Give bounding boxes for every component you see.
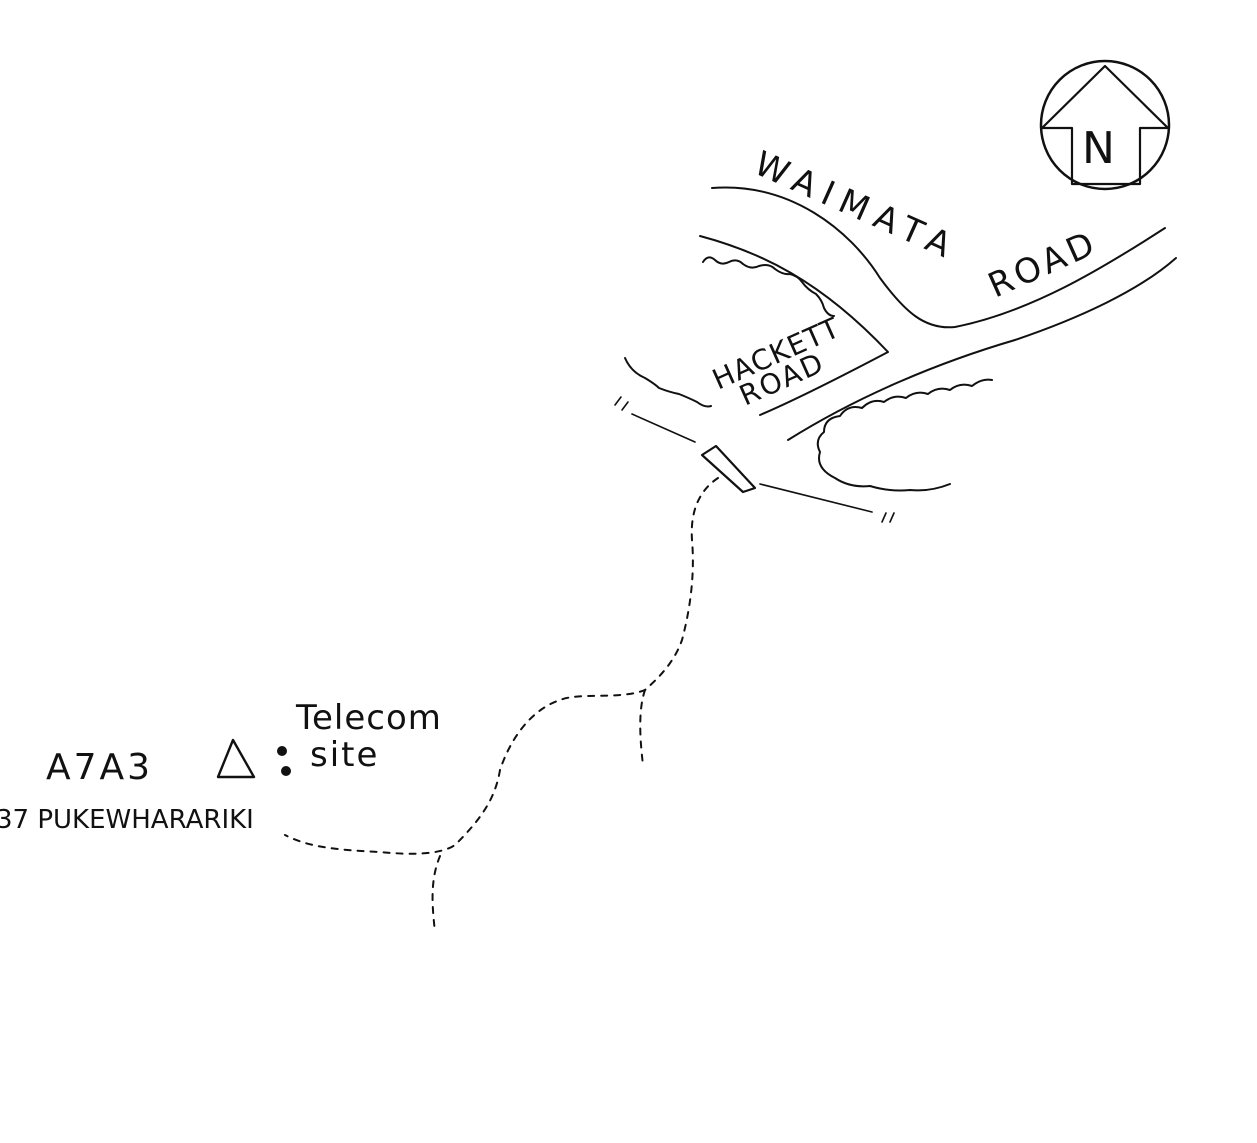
- trig-station-icon: [216, 738, 256, 779]
- fence-tick-west-icon: [614, 396, 629, 411]
- track-main: [284, 477, 719, 855]
- track-spur-south: [431, 855, 441, 933]
- fence-tick-east-icon: [881, 512, 895, 523]
- bush-outline-east: [816, 378, 993, 492]
- waimata-road-north-edge: [711, 186, 1166, 329]
- track-spur-north: [639, 689, 646, 766]
- station-code-label: A7A3: [46, 747, 153, 788]
- telecom-site-dot-top: [277, 746, 287, 756]
- waimata-road-south-edge: [699, 235, 889, 416]
- waimata-road-label-2: ROAD: [982, 223, 1104, 306]
- waimata-road-south-edge-east: [787, 257, 1177, 441]
- telecom-label-line2: site: [310, 735, 379, 775]
- waimata-road-label: WAIMATA: [748, 144, 965, 270]
- bush-outline-north: [702, 256, 835, 317]
- bush-outline-west: [624, 357, 712, 408]
- station-address-label: 37 PUKEWHARARIKI: [0, 805, 254, 835]
- fence-line-west: [631, 413, 696, 443]
- north-label: N: [1082, 123, 1115, 174]
- north-arrow-icon: N: [1039, 59, 1171, 191]
- telecom-site-dot-bottom: [281, 766, 291, 776]
- gate-icon: [700, 444, 757, 494]
- telecom-label-line1: Telecom: [295, 698, 442, 738]
- fence-line-east: [759, 483, 873, 513]
